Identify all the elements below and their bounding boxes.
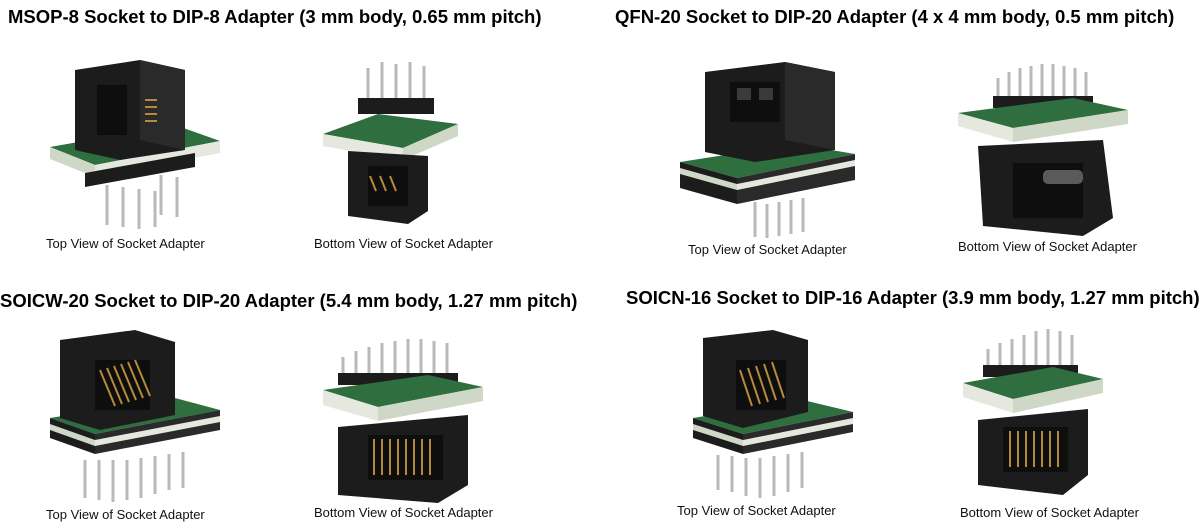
- msop8-top-view-photo: [45, 55, 225, 230]
- panel-title-msop8: MSOP-8 Socket to DIP-8 Adapter (3 mm bod…: [8, 6, 542, 27]
- qfn20-bottom-caption: Bottom View of Socket Adapter: [958, 239, 1137, 254]
- panel-title-soicw20: SOICW-20 Socket to DIP-20 Adapter (5.4 m…: [0, 290, 578, 311]
- msop8-bottom-view-photo: [318, 56, 468, 231]
- soicn16-bottom-caption: Bottom View of Socket Adapter: [960, 505, 1139, 520]
- qfn20-top-view-photo: [675, 62, 860, 240]
- soicn16-top-view-photo: [688, 330, 858, 500]
- soicw20-top-caption: Top View of Socket Adapter: [46, 507, 205, 522]
- qfn20-top-caption: Top View of Socket Adapter: [688, 242, 847, 257]
- qfn20-bottom-view-photo: [953, 58, 1131, 238]
- soicw20-top-view-photo: [45, 330, 225, 505]
- panel-title-soicn16: SOICN-16 Socket to DIP-16 Adapter (3.9 m…: [626, 287, 1200, 308]
- soicn16-bottom-view-photo: [958, 325, 1108, 500]
- msop8-top-caption: Top View of Socket Adapter: [46, 236, 205, 251]
- panel-title-qfn20: QFN-20 Socket to DIP-20 Adapter (4 x 4 m…: [615, 6, 1175, 27]
- soicn16-top-caption: Top View of Socket Adapter: [677, 503, 836, 518]
- soicw20-bottom-caption: Bottom View of Socket Adapter: [314, 505, 493, 520]
- soicw20-bottom-view-photo: [318, 335, 488, 505]
- msop8-bottom-caption: Bottom View of Socket Adapter: [314, 236, 493, 251]
